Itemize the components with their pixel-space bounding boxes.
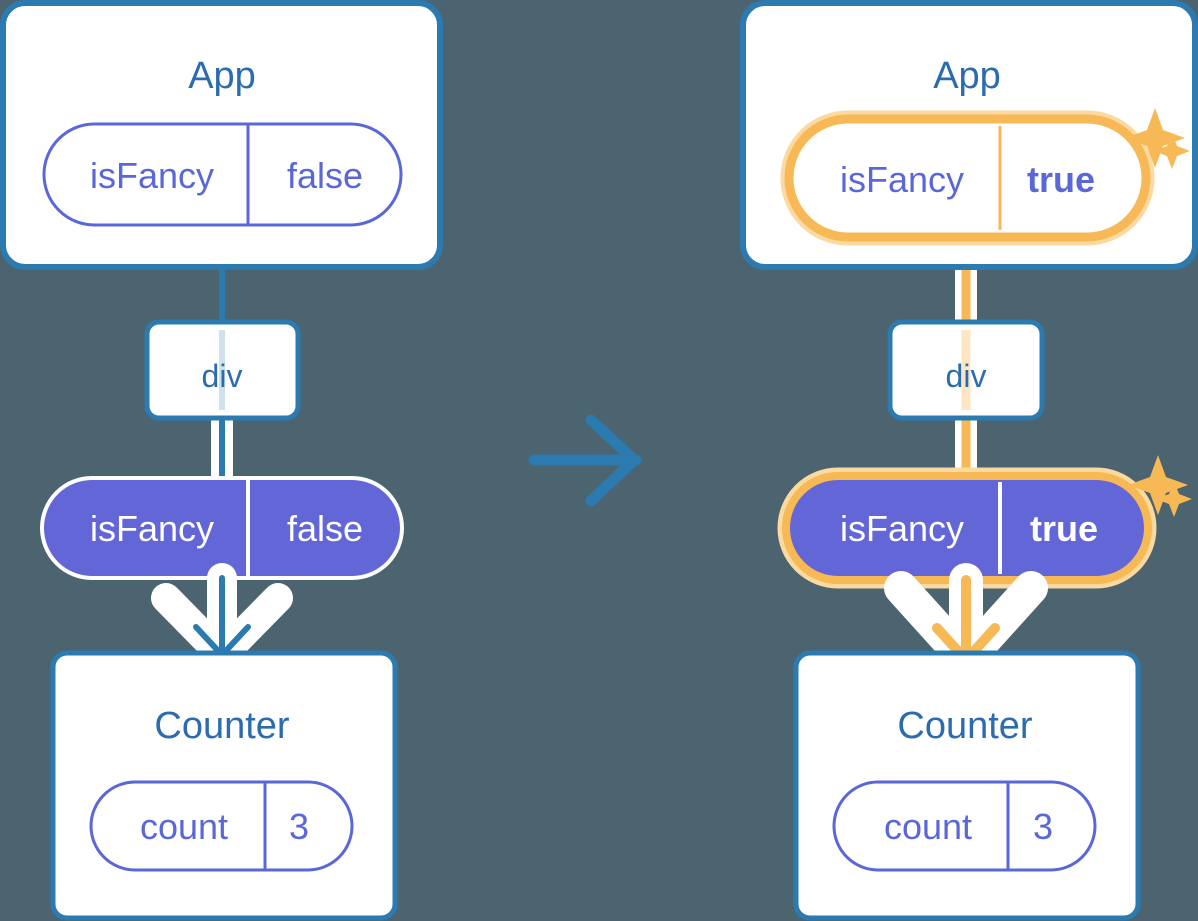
counter-state-pill-value: 3 (289, 806, 309, 847)
after-div-node (887, 319, 1045, 421)
sparkle-large-icon (1128, 455, 1188, 515)
counter-card-title: Counter (154, 705, 290, 747)
after-div-node-label: div (946, 358, 987, 394)
after-diagram: App isFancy true div isFancy true (740, 0, 1198, 921)
prop-pill-name: isFancy (90, 508, 214, 549)
prop-pill-value: false (287, 508, 363, 549)
counter-state-pill-name: count (140, 806, 228, 847)
after-prop-pill-name: isFancy (840, 508, 964, 549)
arrow-right-icon (528, 414, 642, 507)
after-app-card-title: App (933, 55, 1001, 97)
after-counter-card-title: Counter (897, 705, 1033, 747)
after-counter-state-pill-name: count (884, 806, 972, 847)
after-app-state-pill-value: true (1027, 159, 1095, 200)
sparkle-small-icon (1154, 133, 1190, 169)
counter-state-pill (89, 780, 354, 872)
sparkle-large-icon (1125, 108, 1185, 168)
before-diagram: App isFancy false div isFancy false Coun… (0, 0, 443, 921)
after-app-state-pill-name: isFancy (840, 159, 964, 200)
after-counter-state-pill-value: 3 (1033, 806, 1053, 847)
after-prop-pill-value: true (1030, 508, 1098, 549)
app-state-pill-value: false (287, 155, 363, 196)
div-node-label: div (202, 358, 243, 394)
app-card-title: App (188, 55, 256, 97)
app-state-pill (42, 122, 403, 227)
transition-arrow-icon (528, 414, 642, 507)
after-prop-pill-sparkles (1128, 455, 1192, 517)
after-app-pill-sparkles (1125, 108, 1190, 169)
div-node (144, 319, 301, 421)
after-counter-state-pill (832, 780, 1097, 872)
app-state-pill-name: isFancy (90, 155, 214, 196)
after-app-state-pill (784, 114, 1151, 242)
sparkle-small-icon (1156, 481, 1192, 517)
